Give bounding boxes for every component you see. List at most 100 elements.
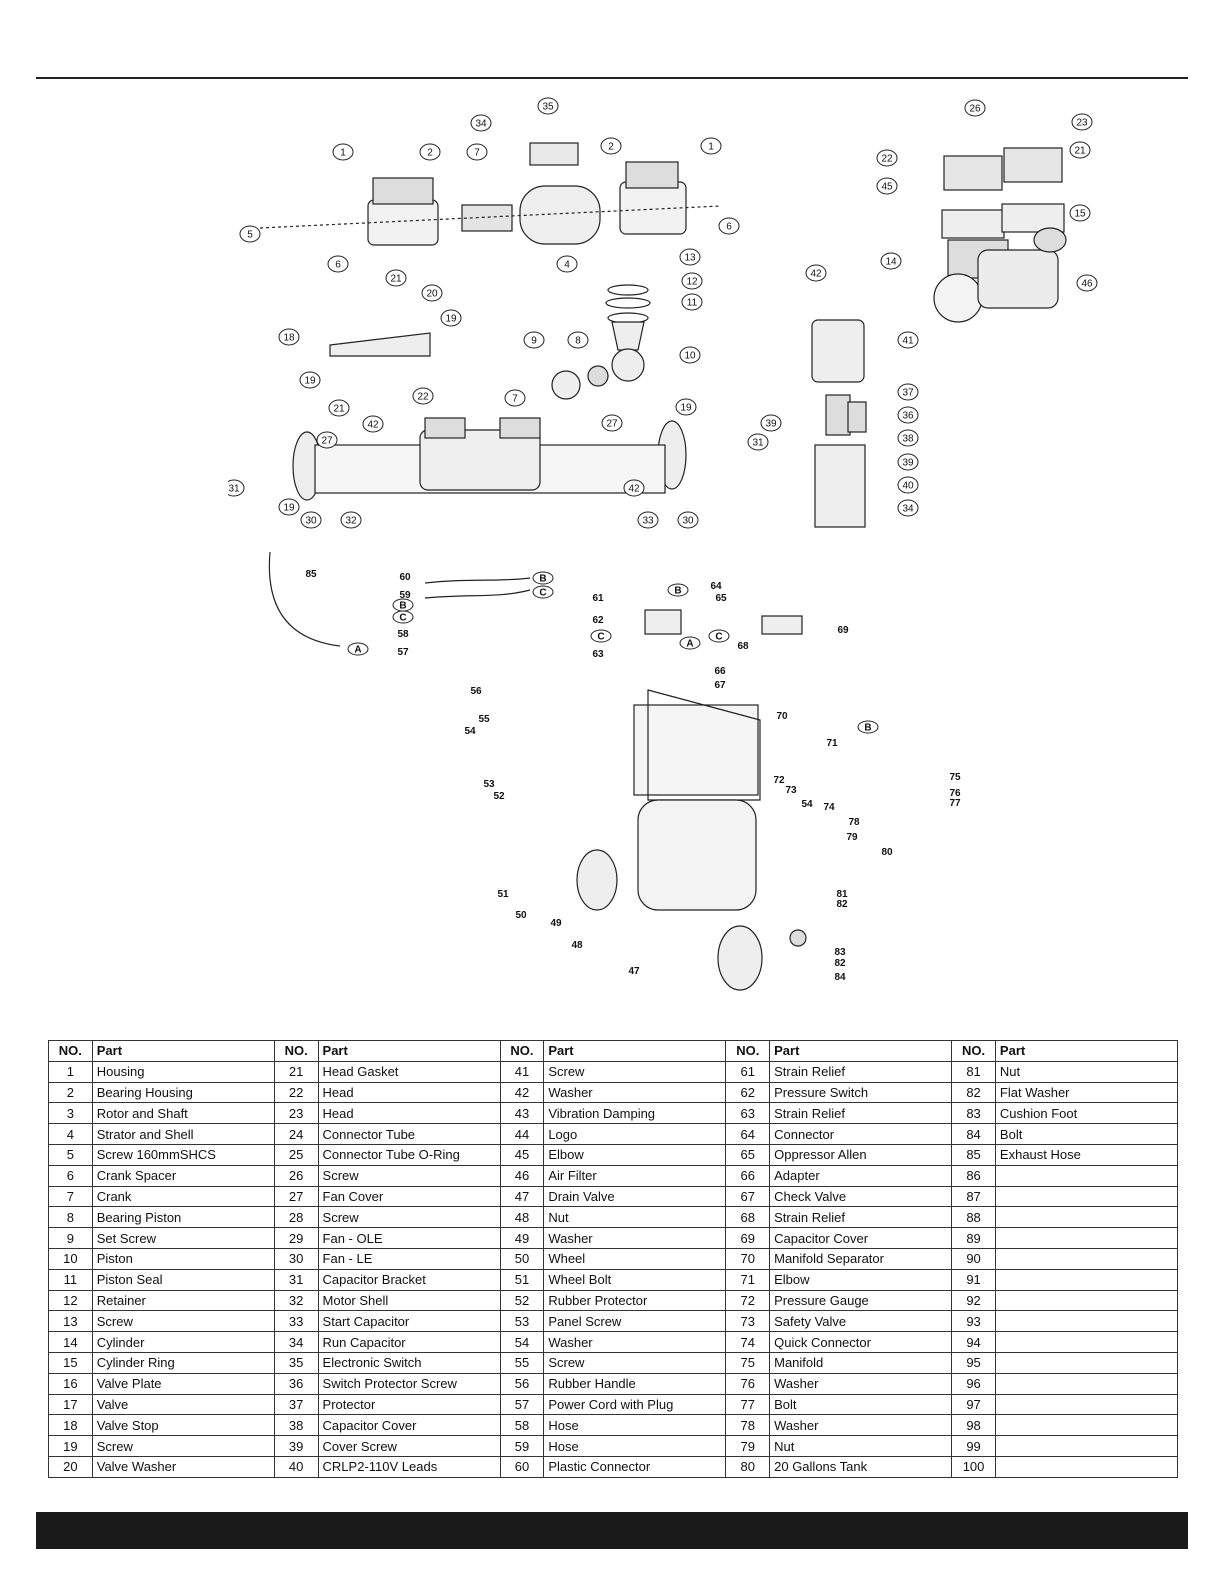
- part-number-cell: 80: [725, 1455, 771, 1478]
- connection-tag-shape: [590, 629, 612, 643]
- part-name-cell: Plastic Connector: [543, 1455, 727, 1478]
- callout-circle: [470, 114, 492, 132]
- part-name-cell: Rubber Handle: [543, 1372, 727, 1395]
- pointer-label: 71: [826, 738, 838, 749]
- part-name-cell: Manifold: [769, 1351, 953, 1374]
- part-name-cell: [994, 1164, 1179, 1187]
- part-number-cell: 33: [273, 1310, 319, 1333]
- pointer-label: 68: [737, 641, 749, 652]
- part-number-cell: 18: [48, 1414, 93, 1437]
- part-number-cell: 23: [273, 1102, 319, 1125]
- pointer-label: 82: [836, 899, 848, 910]
- connection-tag-shape: [679, 636, 701, 650]
- part-number-cell: 64: [725, 1123, 771, 1145]
- callout-label: 7: [474, 148, 480, 159]
- part-number-cell: 57: [499, 1393, 545, 1416]
- part-number-cell: 38: [273, 1414, 319, 1437]
- part-number-cell: 39: [273, 1435, 319, 1457]
- part-name-cell: Hose: [543, 1435, 727, 1457]
- callout-label: 21: [333, 404, 345, 415]
- callout-label: 27: [606, 419, 618, 430]
- pointer-label: 57: [397, 647, 409, 658]
- callout-circle: [504, 389, 526, 407]
- callout-circle: [623, 479, 645, 497]
- callout-label: 18: [283, 333, 295, 344]
- part-number-cell: 66: [725, 1164, 771, 1187]
- part-number-cell: 35: [273, 1351, 319, 1374]
- callout-circle: [1076, 274, 1098, 292]
- part-number-cell: 25: [273, 1143, 319, 1166]
- callout-label: 21: [1074, 146, 1086, 157]
- switch-housing-illustration: [811, 319, 867, 528]
- callout-circle: [677, 511, 699, 529]
- part-name-cell: Rotor and Shaft: [91, 1102, 275, 1125]
- connection-tag-label: B: [399, 601, 406, 612]
- part-name-cell: Logo: [543, 1123, 727, 1145]
- part-number-cell: 94: [951, 1331, 996, 1353]
- callout-label: 30: [305, 516, 317, 527]
- part-name-cell: Power Cord with Plug: [543, 1393, 727, 1416]
- callout-circle: [897, 331, 919, 349]
- callout-circle: [556, 255, 578, 273]
- callout-circle: [897, 476, 919, 494]
- callout-circle: [466, 143, 488, 161]
- part-number-cell: 47: [499, 1185, 545, 1208]
- part-number-cell: 11: [48, 1268, 93, 1291]
- pointer-label: 75: [949, 772, 961, 783]
- column-header: Part: [994, 1040, 1179, 1062]
- callout-label: 5: [247, 230, 253, 241]
- part-number-cell: 17: [48, 1393, 93, 1416]
- part-number-cell: 91: [951, 1268, 996, 1291]
- callout-label: 19: [680, 403, 692, 414]
- callout-label: 32: [345, 516, 357, 527]
- part-number-cell: 15: [48, 1351, 93, 1374]
- callout-label: 19: [283, 503, 295, 514]
- part-name-cell: Quick Connector: [769, 1331, 953, 1353]
- callout-circle: [679, 248, 701, 266]
- pointer-label: 47: [628, 966, 640, 977]
- part-name-cell: Elbow: [543, 1143, 727, 1166]
- connection-tag-shape: [708, 629, 730, 643]
- piston-assembly-illustration: [329, 284, 651, 400]
- callout-label: 34: [475, 119, 487, 130]
- part-name-cell: [994, 1289, 1179, 1312]
- pointer-label: 67: [714, 680, 726, 691]
- callout-circle: [675, 398, 697, 416]
- part-name-cell: [994, 1372, 1179, 1395]
- callout-label: 11: [687, 298, 698, 309]
- callout-circle: [419, 143, 441, 161]
- part-name-cell: Bolt: [994, 1123, 1179, 1145]
- part-name-cell: Strain Relief: [769, 1060, 953, 1083]
- callout-label: 42: [367, 420, 379, 431]
- callout-circle: [332, 143, 354, 161]
- part-number-cell: 10: [48, 1247, 93, 1270]
- callout-circle: [897, 406, 919, 424]
- top-divider: [36, 77, 1188, 79]
- part-number-cell: 49: [499, 1227, 545, 1249]
- part-number-cell: 82: [951, 1081, 996, 1104]
- connection-tag-shape: [532, 571, 554, 585]
- part-name-cell: Bearing Piston: [91, 1206, 275, 1229]
- part-name-cell: Safety Valve: [769, 1310, 953, 1333]
- pointer-label: 73: [785, 785, 797, 796]
- column-header: NO.: [951, 1040, 996, 1062]
- part-name-cell: [994, 1331, 1179, 1353]
- callout-circle: [239, 225, 261, 243]
- part-name-cell: [994, 1455, 1179, 1478]
- callout-circle: [440, 309, 462, 327]
- part-number-cell: 68: [725, 1206, 771, 1229]
- callout-label: 27: [321, 436, 333, 447]
- fan-assembly-illustration: [292, 417, 687, 501]
- part-name-cell: [994, 1227, 1179, 1249]
- pointer-label: 77: [949, 798, 961, 809]
- part-number-cell: 5: [48, 1143, 93, 1166]
- pointer-label: 80: [881, 847, 893, 858]
- callout-label: 21: [390, 274, 402, 285]
- callout-label: 37: [902, 388, 914, 399]
- part-number-cell: 14: [48, 1331, 93, 1353]
- part-number-cell: 50: [499, 1247, 545, 1270]
- callout-circle: [747, 433, 769, 451]
